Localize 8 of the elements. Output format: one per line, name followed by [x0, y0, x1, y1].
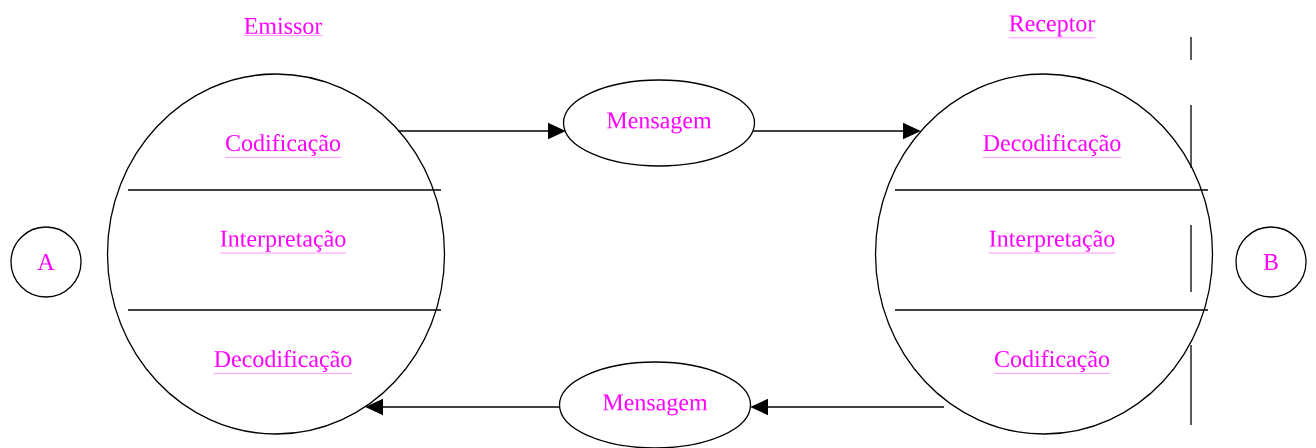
section-label: Codificação	[224, 134, 342, 158]
heading: Receptor	[1008, 15, 1096, 38]
section-label: Decodificação	[213, 350, 353, 374]
section-label: Interpretação	[219, 230, 347, 254]
section-label: Codificação	[993, 350, 1111, 374]
section-label: Interpretação	[988, 230, 1116, 254]
heading: Emissor	[243, 17, 323, 36]
section-label: Decodificação	[982, 134, 1122, 158]
